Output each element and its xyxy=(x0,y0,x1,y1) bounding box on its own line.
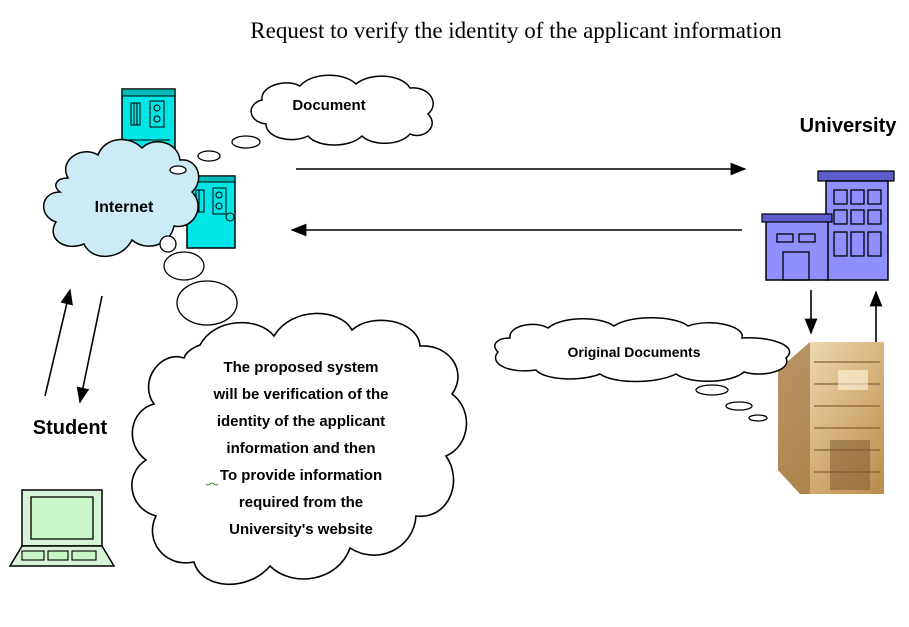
arrow-internet-to-student xyxy=(76,295,103,404)
diagram-title: Request to verify the identity of the ap… xyxy=(250,18,782,43)
spellcheck-underline xyxy=(205,482,219,486)
arrow-student-to-internet xyxy=(44,288,73,397)
university-label: University xyxy=(800,115,898,137)
proposed-system-cloud xyxy=(131,312,468,586)
document-label: Document xyxy=(292,97,365,114)
proposed-system-text: The proposed system will be verification… xyxy=(212,359,388,538)
document-cloud: Document xyxy=(250,74,434,146)
proposed-system-line: identity of the applicant xyxy=(217,413,385,430)
proposed-system-line: The proposed system xyxy=(223,359,378,376)
proposed-system-line: required from the xyxy=(239,494,363,511)
student-label: Student xyxy=(33,417,108,439)
proposed-system-thought-bubbles xyxy=(159,235,238,326)
document-thought-bubbles xyxy=(169,135,261,175)
document-archive-image xyxy=(778,342,884,494)
archive-thought-bubbles xyxy=(695,384,768,422)
university-building-icon xyxy=(761,170,895,281)
proposed-system-line: To provide information xyxy=(220,467,382,484)
internet-label: Internet xyxy=(95,199,154,216)
proposed-system-line: information and then xyxy=(226,440,375,457)
computer-icon xyxy=(8,489,116,567)
original-documents-cloud: Original Documents xyxy=(494,317,791,383)
original-documents-label: Original Documents xyxy=(567,344,700,360)
proposed-system-line: University's website xyxy=(229,521,373,538)
proposed-system-line: will be verification of the xyxy=(212,386,388,403)
internet-cloud: Internet xyxy=(43,138,200,258)
